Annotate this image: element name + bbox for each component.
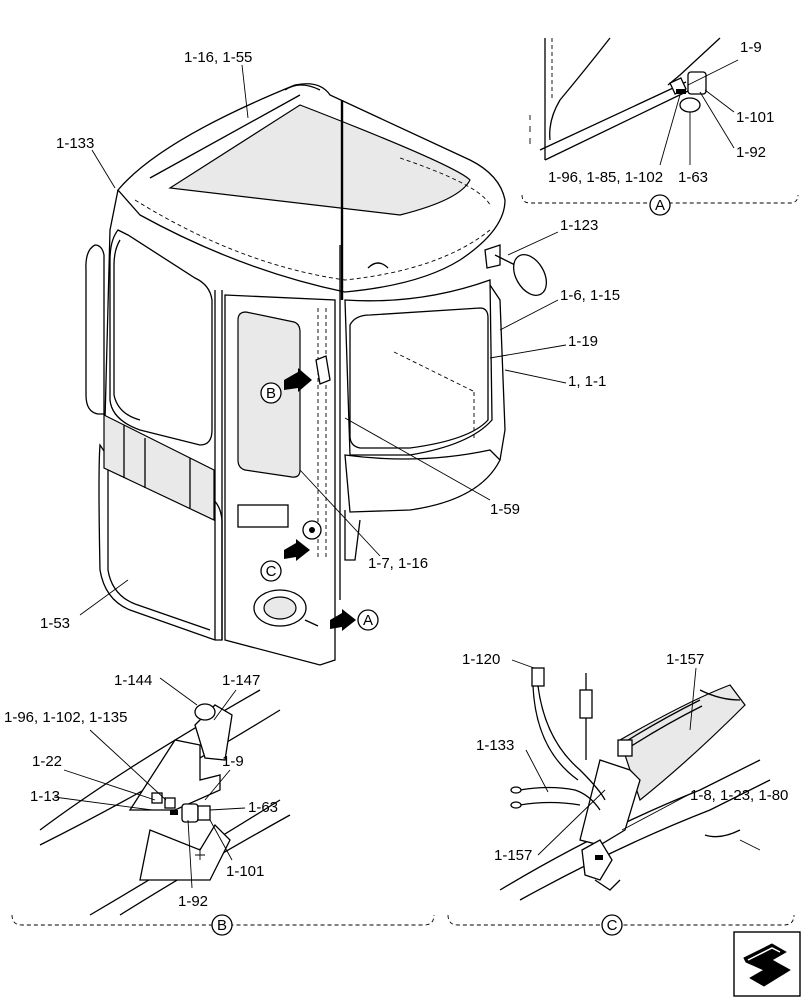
label-1-22: 1-22 <box>32 753 62 770</box>
view-marker-a: A <box>649 194 671 216</box>
view-marker-c: C <box>601 914 623 936</box>
label-1-96-1-102-1-135: 1-96, 1-102, 1-135 <box>4 709 127 726</box>
label-1-63-b: 1-63 <box>248 799 278 816</box>
label-1-133-top: 1-133 <box>56 135 94 152</box>
part-labels: 1-16, 1-55 1-133 1-9 1-101 1-92 1-96, 1-… <box>4 39 788 910</box>
label-1-120: 1-120 <box>462 651 500 668</box>
label-1-133-c: 1-133 <box>476 737 514 754</box>
view-marker-b: B <box>211 914 233 936</box>
label-1-144: 1-144 <box>114 672 152 689</box>
label-1-19: 1-19 <box>568 333 598 350</box>
view-marker-a-label: A <box>655 197 665 214</box>
label-1-13: 1-13 <box>30 788 60 805</box>
label-1-8-1-23-1-80: 1-8, 1-23, 1-80 <box>690 787 788 804</box>
view-marker-b-label: B <box>217 917 227 934</box>
label-1-1-1: 1, 1-1 <box>568 373 606 390</box>
arrow-marker-c-label: C <box>266 563 277 580</box>
label-1-9-b: 1-9 <box>222 753 244 770</box>
label-1-157-top: 1-157 <box>666 651 704 668</box>
label-1-9-a: 1-9 <box>740 39 762 56</box>
detail-c-drawing <box>499 667 771 901</box>
label-1-7-1-16: 1-7, 1-16 <box>368 555 428 572</box>
label-1-101-b: 1-101 <box>226 863 264 880</box>
label-1-53: 1-53 <box>40 615 70 632</box>
navigation-arrow-icon[interactable] <box>733 931 801 997</box>
label-1-59: 1-59 <box>490 501 520 518</box>
label-1-147: 1-147 <box>222 672 260 689</box>
label-1-101-a: 1-101 <box>736 109 774 126</box>
label-1-63-a: 1-63 <box>678 169 708 186</box>
arrow-marker-b-label: B <box>266 385 276 402</box>
label-1-6-1-15: 1-6, 1-15 <box>560 287 620 304</box>
label-1-16-1-55: 1-16, 1-55 <box>184 49 252 66</box>
cab-assembly <box>85 83 548 666</box>
label-1-92-b: 1-92 <box>178 893 208 910</box>
label-1-123: 1-123 <box>560 217 598 234</box>
detail-b-drawing <box>39 689 291 916</box>
arrow-marker-a: A <box>357 609 379 631</box>
detail-a-drawing <box>529 37 721 161</box>
label-1-92-a: 1-92 <box>736 144 766 161</box>
label-1-157-bottom: 1-157 <box>494 847 532 864</box>
label-1-96-1-85-1-102: 1-96, 1-85, 1-102 <box>548 169 663 186</box>
arrow-marker-b: B <box>260 382 282 404</box>
arrow-marker-a-label: A <box>363 612 373 629</box>
leader-lines <box>53 59 739 889</box>
arrow-marker-c: C <box>260 560 282 582</box>
view-marker-c-label: C <box>607 917 618 934</box>
